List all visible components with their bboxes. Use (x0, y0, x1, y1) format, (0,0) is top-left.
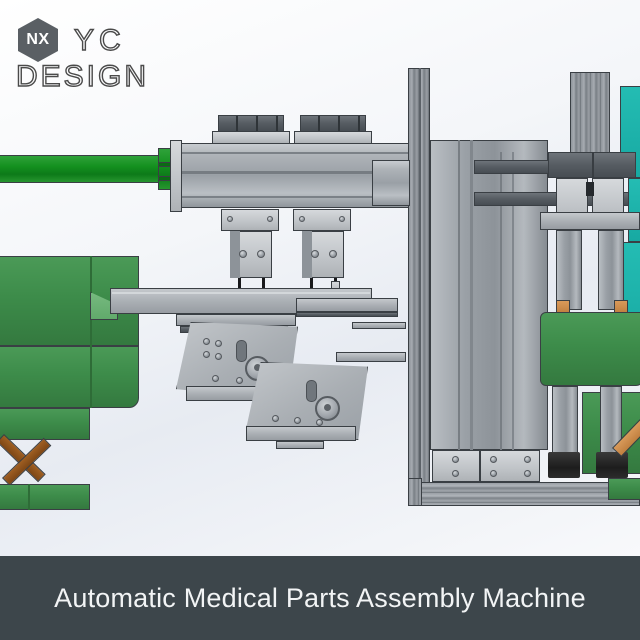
green-fixture-lower-divider (90, 346, 92, 408)
slider-block-left-rib1 (236, 116, 238, 131)
pick-head-right-needle-a (310, 278, 313, 295)
press-collar-block-split (592, 152, 594, 178)
actuator-beam-groove-bottom (172, 196, 446, 198)
pick-head-left-needle-a (238, 278, 241, 295)
tilted-plate-upper-connector-pin (254, 364, 261, 371)
pick-head-right-port-b (329, 250, 337, 258)
tilted-plate-lower-connector-pin (324, 404, 331, 411)
press-post-right (598, 230, 624, 310)
pick-head-right-screw-b (339, 216, 345, 222)
green-fixture-block-left-lower (0, 346, 139, 408)
base-mount-screw-4 (490, 470, 497, 477)
frame-panel-seam-c (500, 152, 502, 450)
brand-line-design: DESIGN (15, 59, 150, 93)
tilted-plate-upper-slot (236, 340, 247, 362)
slider-block-left-rib2 (256, 116, 258, 131)
press-shaft-top (570, 72, 610, 156)
tilted-plate-lower-foot (246, 426, 356, 441)
base-mount-plate-left (432, 450, 480, 482)
slider-block-right (300, 115, 366, 132)
base-rail-left-cap (408, 478, 422, 506)
tilted-plate-upper-hole-b (215, 340, 222, 347)
press-post-left (556, 230, 582, 310)
pick-head-right-port-a (311, 250, 319, 258)
slider-block-left (218, 115, 284, 132)
green-fixture-block-left-mid (0, 408, 90, 440)
cad-viewport: NX YC DESIGN (0, 0, 640, 556)
pick-head-right-body-shade (302, 231, 312, 278)
frame-panel-seam-b (470, 140, 473, 450)
green-fixture-block-left-base (0, 484, 90, 510)
tilted-plate-lower-pedestal (276, 441, 324, 449)
tilted-plate-lower-hole-c (316, 419, 323, 426)
pick-head-left-port-b (257, 250, 265, 258)
base-mount-plate-right (480, 450, 540, 482)
pick-head-left-mount (221, 209, 279, 231)
carriage-rail-highlight (112, 292, 370, 294)
teal-panel-strip (628, 178, 640, 242)
brand-line-yc: YC (73, 23, 126, 57)
press-cylinder-pin (586, 182, 594, 196)
slider-base-left (212, 131, 290, 144)
green-base-divider (28, 484, 30, 510)
tilted-plate-lower-hole-b (294, 417, 301, 424)
slider-block-left-rib3 (276, 116, 278, 131)
pick-head-right-screw-a (299, 216, 305, 222)
frame-panel-seam-a (458, 140, 460, 450)
tilted-plate-upper-hole-d (215, 353, 222, 360)
pick-head-left-screw-a (227, 216, 233, 222)
nx-hexagon-icon (14, 16, 62, 64)
pick-head-right-mount (293, 209, 351, 231)
caption-bar: Automatic Medical Parts Assembly Machine (0, 556, 640, 640)
slider-base-right (294, 131, 372, 144)
actuator-beam-endcap (170, 140, 182, 212)
green-press-block-upper (540, 312, 640, 386)
tilted-plate-lower-slot (306, 380, 317, 402)
base-mount-screw-1 (452, 456, 459, 463)
base-mount-screw-3 (490, 456, 497, 463)
secondary-rail-edge (296, 312, 398, 317)
nx-badge-label: NX (26, 31, 50, 48)
thin-rail-right (336, 352, 406, 362)
rubber-foot-left (548, 452, 580, 478)
tilted-plate-upper-hole-c (203, 351, 210, 358)
frame-panel-seam-d (512, 152, 514, 450)
pick-head-left-body-shade (230, 231, 240, 278)
frame-crossbeam-left-stub (372, 160, 410, 206)
slider-block-right-rib2 (338, 116, 340, 131)
rubber-foot-right (596, 452, 628, 478)
slider-block-right-rib3 (358, 116, 360, 131)
base-rail (418, 482, 640, 506)
green-feed-rod (0, 155, 161, 183)
watermark-logo: NX YC DESIGN (14, 16, 214, 94)
base-mount-screw-6 (524, 470, 531, 477)
press-flange-plate (540, 212, 640, 230)
pick-head-left-port-a (239, 250, 247, 258)
actuator-beam-groove-top (172, 152, 446, 154)
base-mount-screw-2 (452, 470, 459, 477)
green-base-pad-right (608, 478, 640, 500)
frame-panel-large (430, 140, 548, 450)
actuator-beam-groove-mid (172, 171, 446, 174)
tilted-plate-upper-hole-e (212, 375, 219, 382)
thin-rail-right-2 (352, 322, 406, 329)
secondary-rail (296, 298, 398, 312)
slider-block-right-rib1 (318, 116, 320, 131)
tilted-plate-upper-hole-f (236, 377, 243, 384)
tilted-plate-upper-hole-a (203, 338, 210, 345)
caption-title: Automatic Medical Parts Assembly Machine (54, 582, 586, 613)
vertical-extrusion-column-line (419, 68, 421, 500)
pick-head-left-needle-b (262, 278, 265, 295)
tilted-plate-lower-hole-a (272, 415, 279, 422)
base-mount-screw-5 (524, 456, 531, 463)
pick-head-left-screw-b (267, 216, 273, 222)
